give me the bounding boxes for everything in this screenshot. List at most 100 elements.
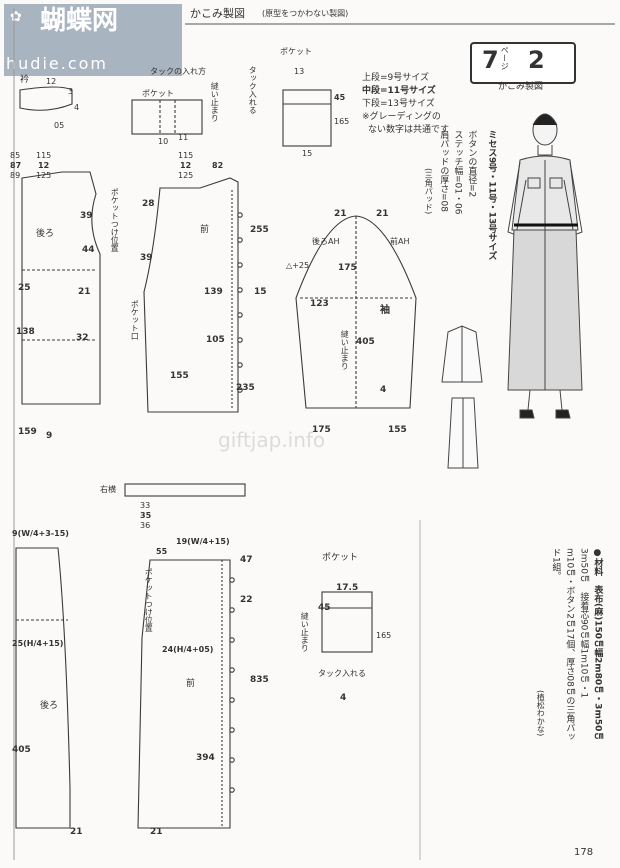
waistband bbox=[124, 483, 246, 497]
skirt-measure-47: 47 bbox=[240, 555, 253, 565]
skirt-measure-835: 835 bbox=[250, 675, 269, 685]
skirt-measure-22: 22 bbox=[240, 595, 253, 605]
back-ah-label: 後ろAH bbox=[312, 237, 340, 246]
back-measure-32: 32 bbox=[76, 333, 89, 343]
front-measure-15: 15 bbox=[254, 287, 267, 297]
skirt-measure-394: 394 bbox=[196, 753, 215, 763]
watermark-url: hudie.com bbox=[6, 54, 108, 73]
front-ah-label: 前AH bbox=[390, 237, 410, 246]
sleeve-measure-175-hem: 175 bbox=[312, 425, 331, 435]
collar-measure-12: 12 bbox=[46, 77, 57, 86]
sleeve-sew-stop: 縫い止まり bbox=[340, 330, 350, 370]
back-measure-125: 125 bbox=[36, 171, 52, 180]
front-measure-255: 255 bbox=[250, 225, 269, 235]
back-measure-89: 89 bbox=[10, 171, 21, 180]
back-measure-44: 44 bbox=[82, 245, 95, 255]
sew-stop-label: 縫い止まり bbox=[210, 82, 220, 122]
logo-butterfly-icon: ✿ bbox=[10, 9, 22, 25]
skirt-back bbox=[15, 547, 71, 829]
skirt-pocket-45: 45 bbox=[318, 603, 331, 613]
missy-size-title: ミセス9号・11号・13号サイズ bbox=[486, 130, 497, 261]
page-badge bbox=[470, 42, 576, 84]
size-upper: 上段=9号サイズ bbox=[362, 73, 429, 83]
skirt-back-hip: 25(H/4+15) bbox=[12, 639, 64, 648]
sleeve-measure-155: 155 bbox=[388, 425, 407, 435]
grading-note-1: ※グレーディングの bbox=[362, 112, 441, 122]
sleeve-measure-405: 405 bbox=[356, 337, 375, 347]
back-measure-159: 159 bbox=[18, 427, 37, 437]
back-measure-9: 9 bbox=[46, 431, 53, 441]
front-bodice-label: 前 bbox=[200, 225, 210, 235]
pocket-flap bbox=[131, 99, 203, 135]
materials-line-3: m10㎝・ボタン2㎝17個、厚さ08㎝の三角パッ bbox=[564, 548, 575, 741]
pocket-label-top: ポケット bbox=[142, 89, 174, 98]
grading-note-2: ない数字は共通です bbox=[368, 125, 450, 135]
skirt-pocket-label: ポケット bbox=[322, 553, 359, 563]
collar-measure-05: 05 bbox=[54, 121, 65, 130]
waistband-label: 右横 bbox=[100, 485, 116, 494]
pocket-measure-10: 10 bbox=[158, 137, 169, 146]
skirt-front bbox=[137, 559, 231, 829]
pocket-measure-11: 11 bbox=[178, 133, 189, 142]
collar-measure-4: 4 bbox=[74, 103, 80, 112]
sleeve-measure-175: 175 bbox=[338, 263, 357, 273]
front-measure-139: 139 bbox=[204, 287, 223, 297]
back-bodice-label: 後ろ bbox=[36, 229, 55, 239]
pocket-label-small: ポケット bbox=[280, 47, 312, 56]
skirt-measure-55: 55 bbox=[156, 547, 168, 556]
front-measure-235: 235 bbox=[236, 383, 255, 393]
back-measure-21: 21 bbox=[78, 287, 91, 297]
front-measure-39: 39 bbox=[140, 253, 153, 263]
front-measure-105: 105 bbox=[206, 335, 225, 345]
skirt-back-hem: 21 bbox=[70, 827, 83, 837]
materials-line-4: ド1組。 bbox=[550, 548, 561, 581]
back-bodice bbox=[21, 171, 101, 405]
stitch-width: ステッチ幅=01・06 bbox=[452, 130, 463, 215]
front-measure-125: 125 bbox=[178, 171, 194, 180]
back-measure-25: 25 bbox=[18, 283, 31, 293]
skirt-back-top: 9(W/4+3-15) bbox=[12, 529, 69, 538]
sleeve-measure-123: 123 bbox=[310, 299, 329, 309]
pocket-measure-45: 45 bbox=[334, 93, 346, 102]
pocket-mouth-label: ポケット口 bbox=[130, 300, 140, 340]
back-measure-85: 85 bbox=[10, 151, 21, 160]
tuck-method-label: タックの入れ方 bbox=[150, 67, 206, 76]
back-measure-39: 39 bbox=[80, 211, 93, 221]
back-measure-12: 12 bbox=[38, 161, 50, 170]
sleeve-measure-4: 4 bbox=[380, 385, 387, 395]
collar-label: 衿 bbox=[20, 75, 30, 85]
front-measure-12: 12 bbox=[180, 161, 192, 170]
watermark-logo bbox=[4, 4, 182, 76]
materials-credit: (植松わかな) bbox=[536, 690, 546, 737]
skirt-pocket-pos-label: ポケットつけ位置 bbox=[144, 568, 154, 632]
page-subtitle: (原型をつかわない製図) bbox=[262, 9, 349, 18]
skirt-pocket-measure: 17.5 bbox=[336, 583, 359, 593]
materials-line-2: 3m50㎝ 接着芯90㎝幅1m10㎝・1 bbox=[578, 548, 589, 699]
sew-stop-label-2: 縫い止まり bbox=[300, 612, 310, 652]
size-middle: 中段=11号サイズ bbox=[362, 86, 436, 96]
pocket-measure-165: 165 bbox=[334, 117, 350, 126]
skirt-pocket-4: 4 bbox=[340, 693, 347, 703]
skirt-front-label: 前 bbox=[186, 679, 196, 689]
small-pocket bbox=[282, 89, 332, 147]
skirt-measure-405: 405 bbox=[12, 745, 31, 755]
badge-item: 2 bbox=[528, 46, 545, 74]
front-measure-155: 155 bbox=[170, 371, 189, 381]
badge-caption: かこみ製図 bbox=[498, 82, 544, 92]
shoulder-pad: 肩パッドの厚さ=08 bbox=[438, 130, 449, 212]
tuck-in-label-2: タック入れる bbox=[318, 669, 366, 678]
front-bodice bbox=[143, 177, 239, 413]
page-title: かこみ製図 bbox=[190, 7, 245, 20]
back-measure-138: 138 bbox=[16, 327, 35, 337]
badge-unit: ページ bbox=[500, 46, 510, 70]
materials-line-1: ●材料 表布(麻)150㎝幅2m80㎝・3m50㎝ bbox=[592, 548, 603, 741]
pocket-measure-13: 13 bbox=[294, 67, 305, 76]
sleeve-measure-21-left: 21 bbox=[334, 209, 347, 219]
front-measure-115: 115 bbox=[178, 151, 194, 160]
pocket-position-label: ポケットつけ位置 bbox=[110, 188, 120, 252]
size-lower: 下段=13号サイズ bbox=[362, 99, 435, 109]
